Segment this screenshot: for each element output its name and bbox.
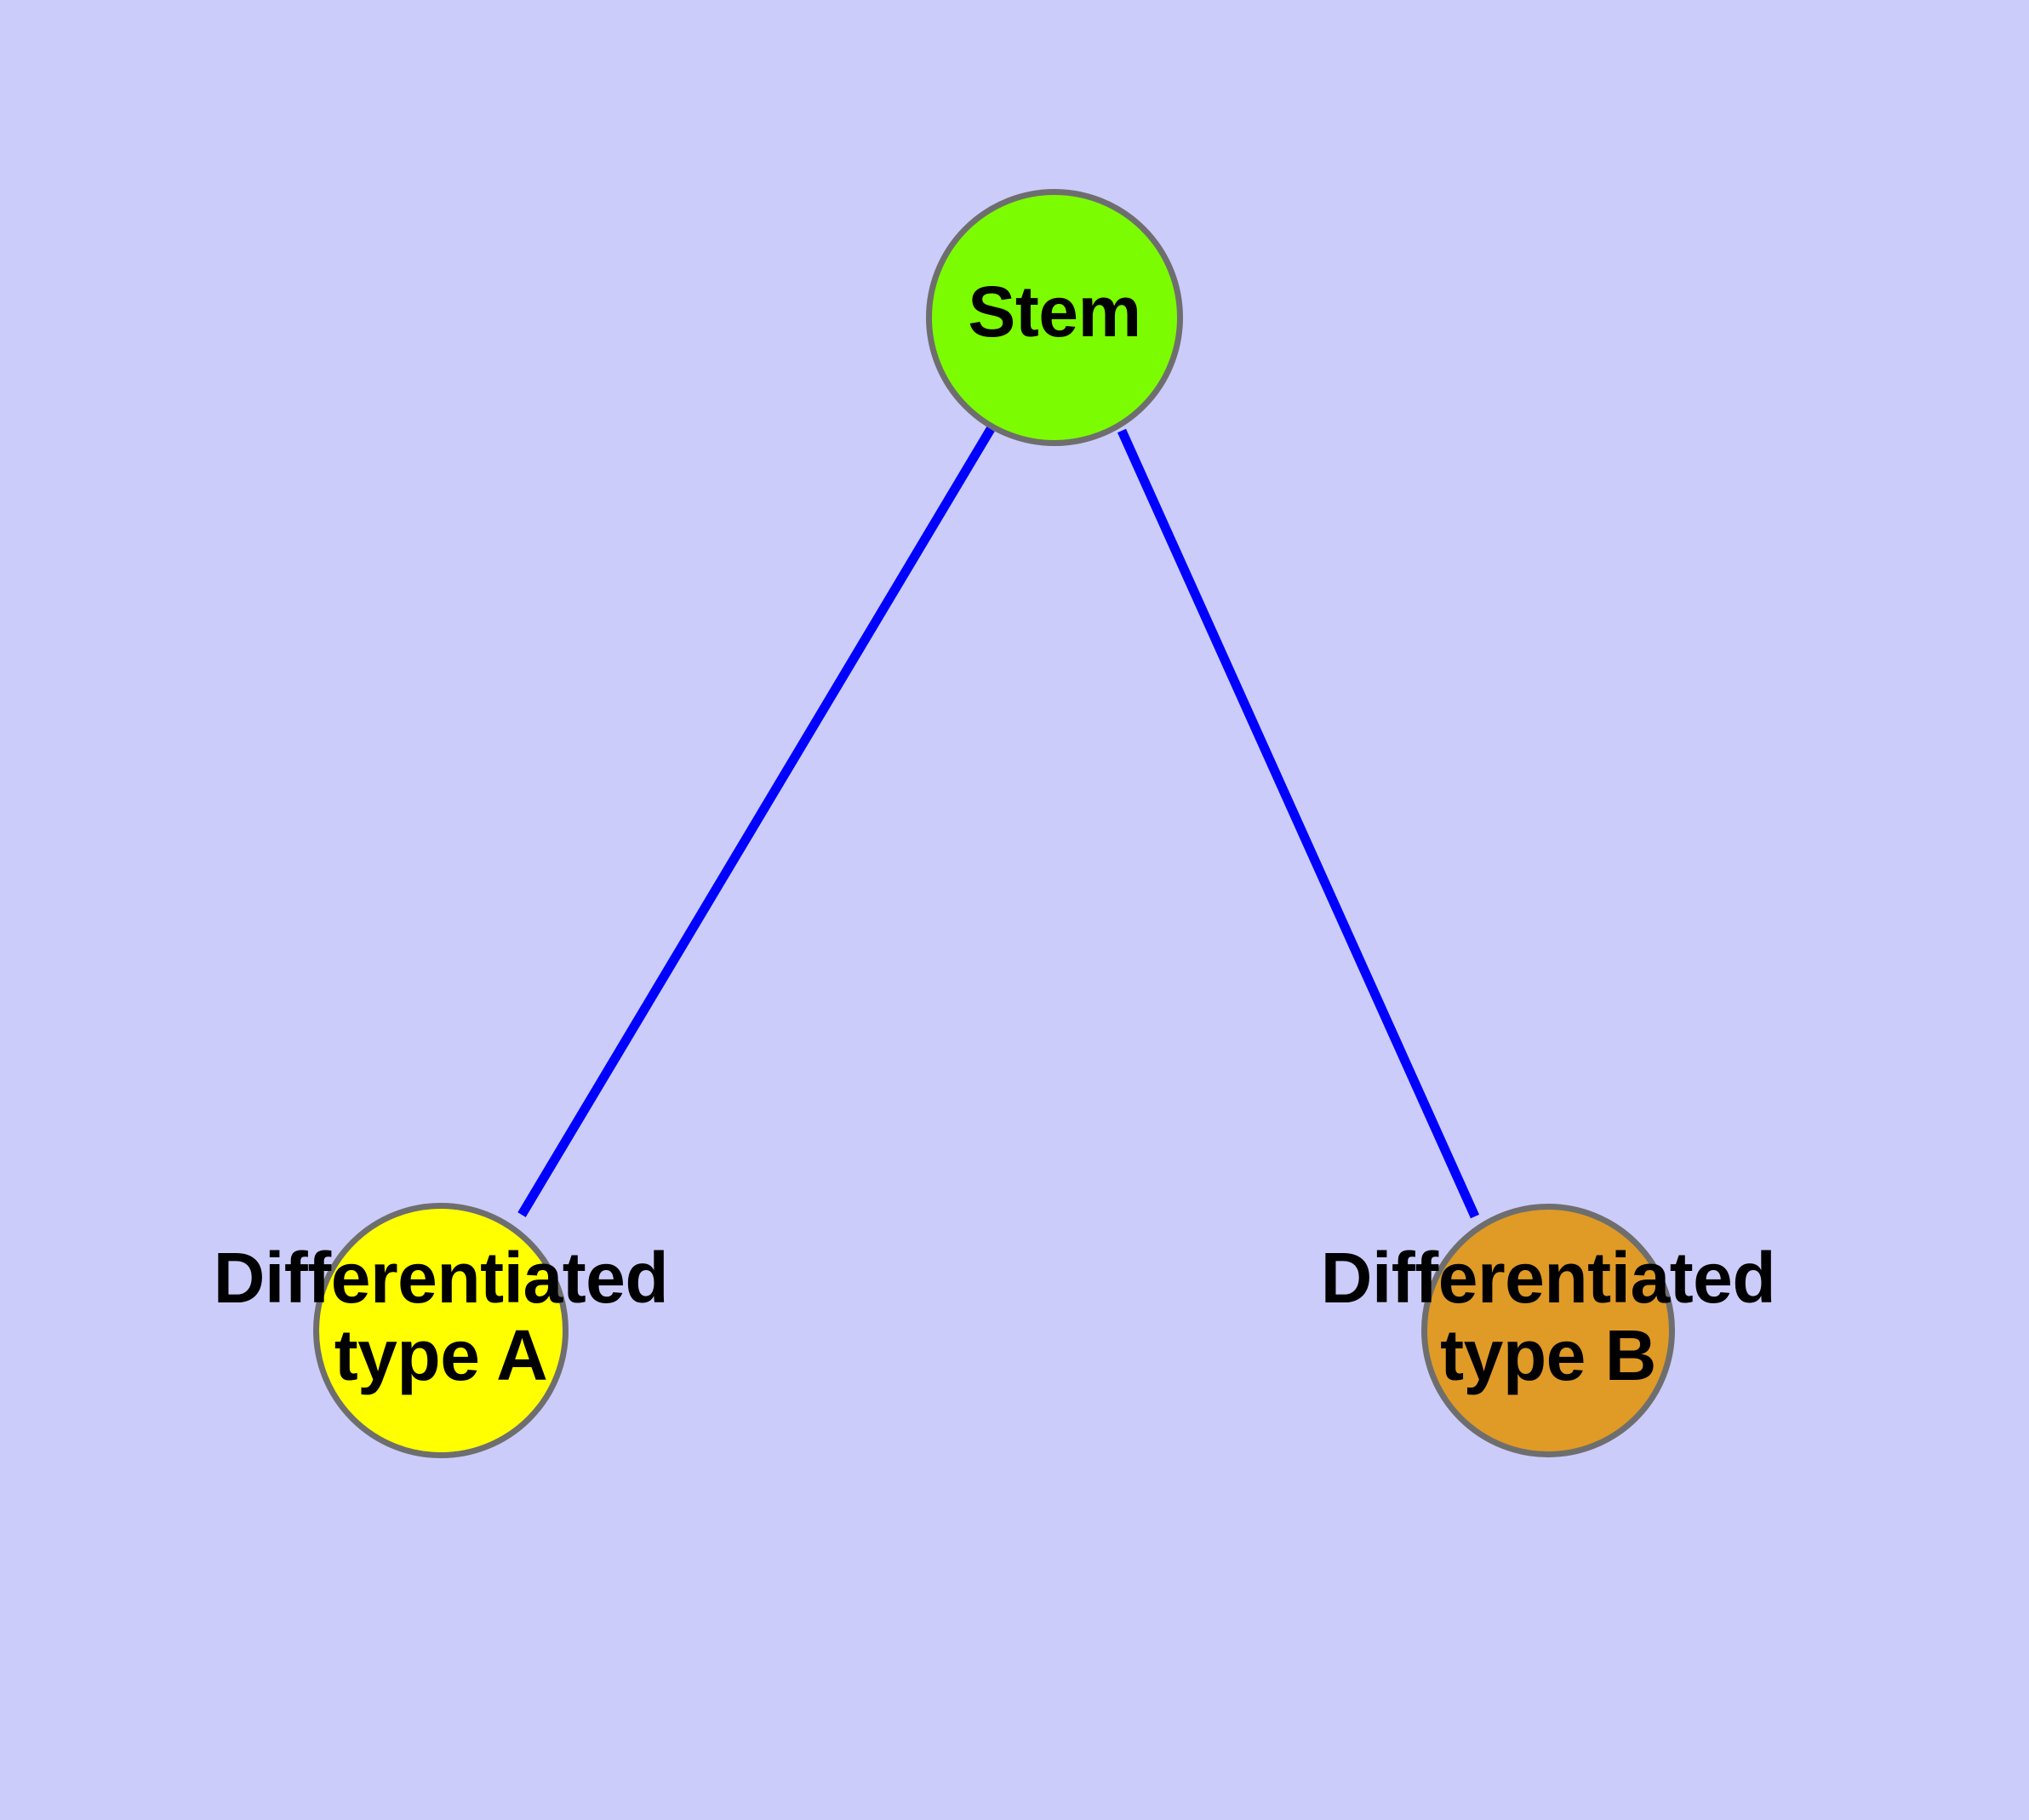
node-differentiated-type-b[interactable] [1421,1204,1675,1457]
node-differentiated-type-b-label: Differentiated type B [1320,1238,1776,1395]
node-stem[interactable] [926,189,1183,446]
edge-stem-to-differentiated-type-b[interactable] [1117,428,1480,1219]
node-differentiated-type-a-label: Differentiated type A [213,1238,669,1395]
edge-stem-to-differentiated-type-a[interactable] [517,426,995,1217]
node-stem-label: Stem [968,272,1141,352]
node-differentiated-type-a[interactable] [313,1203,569,1458]
